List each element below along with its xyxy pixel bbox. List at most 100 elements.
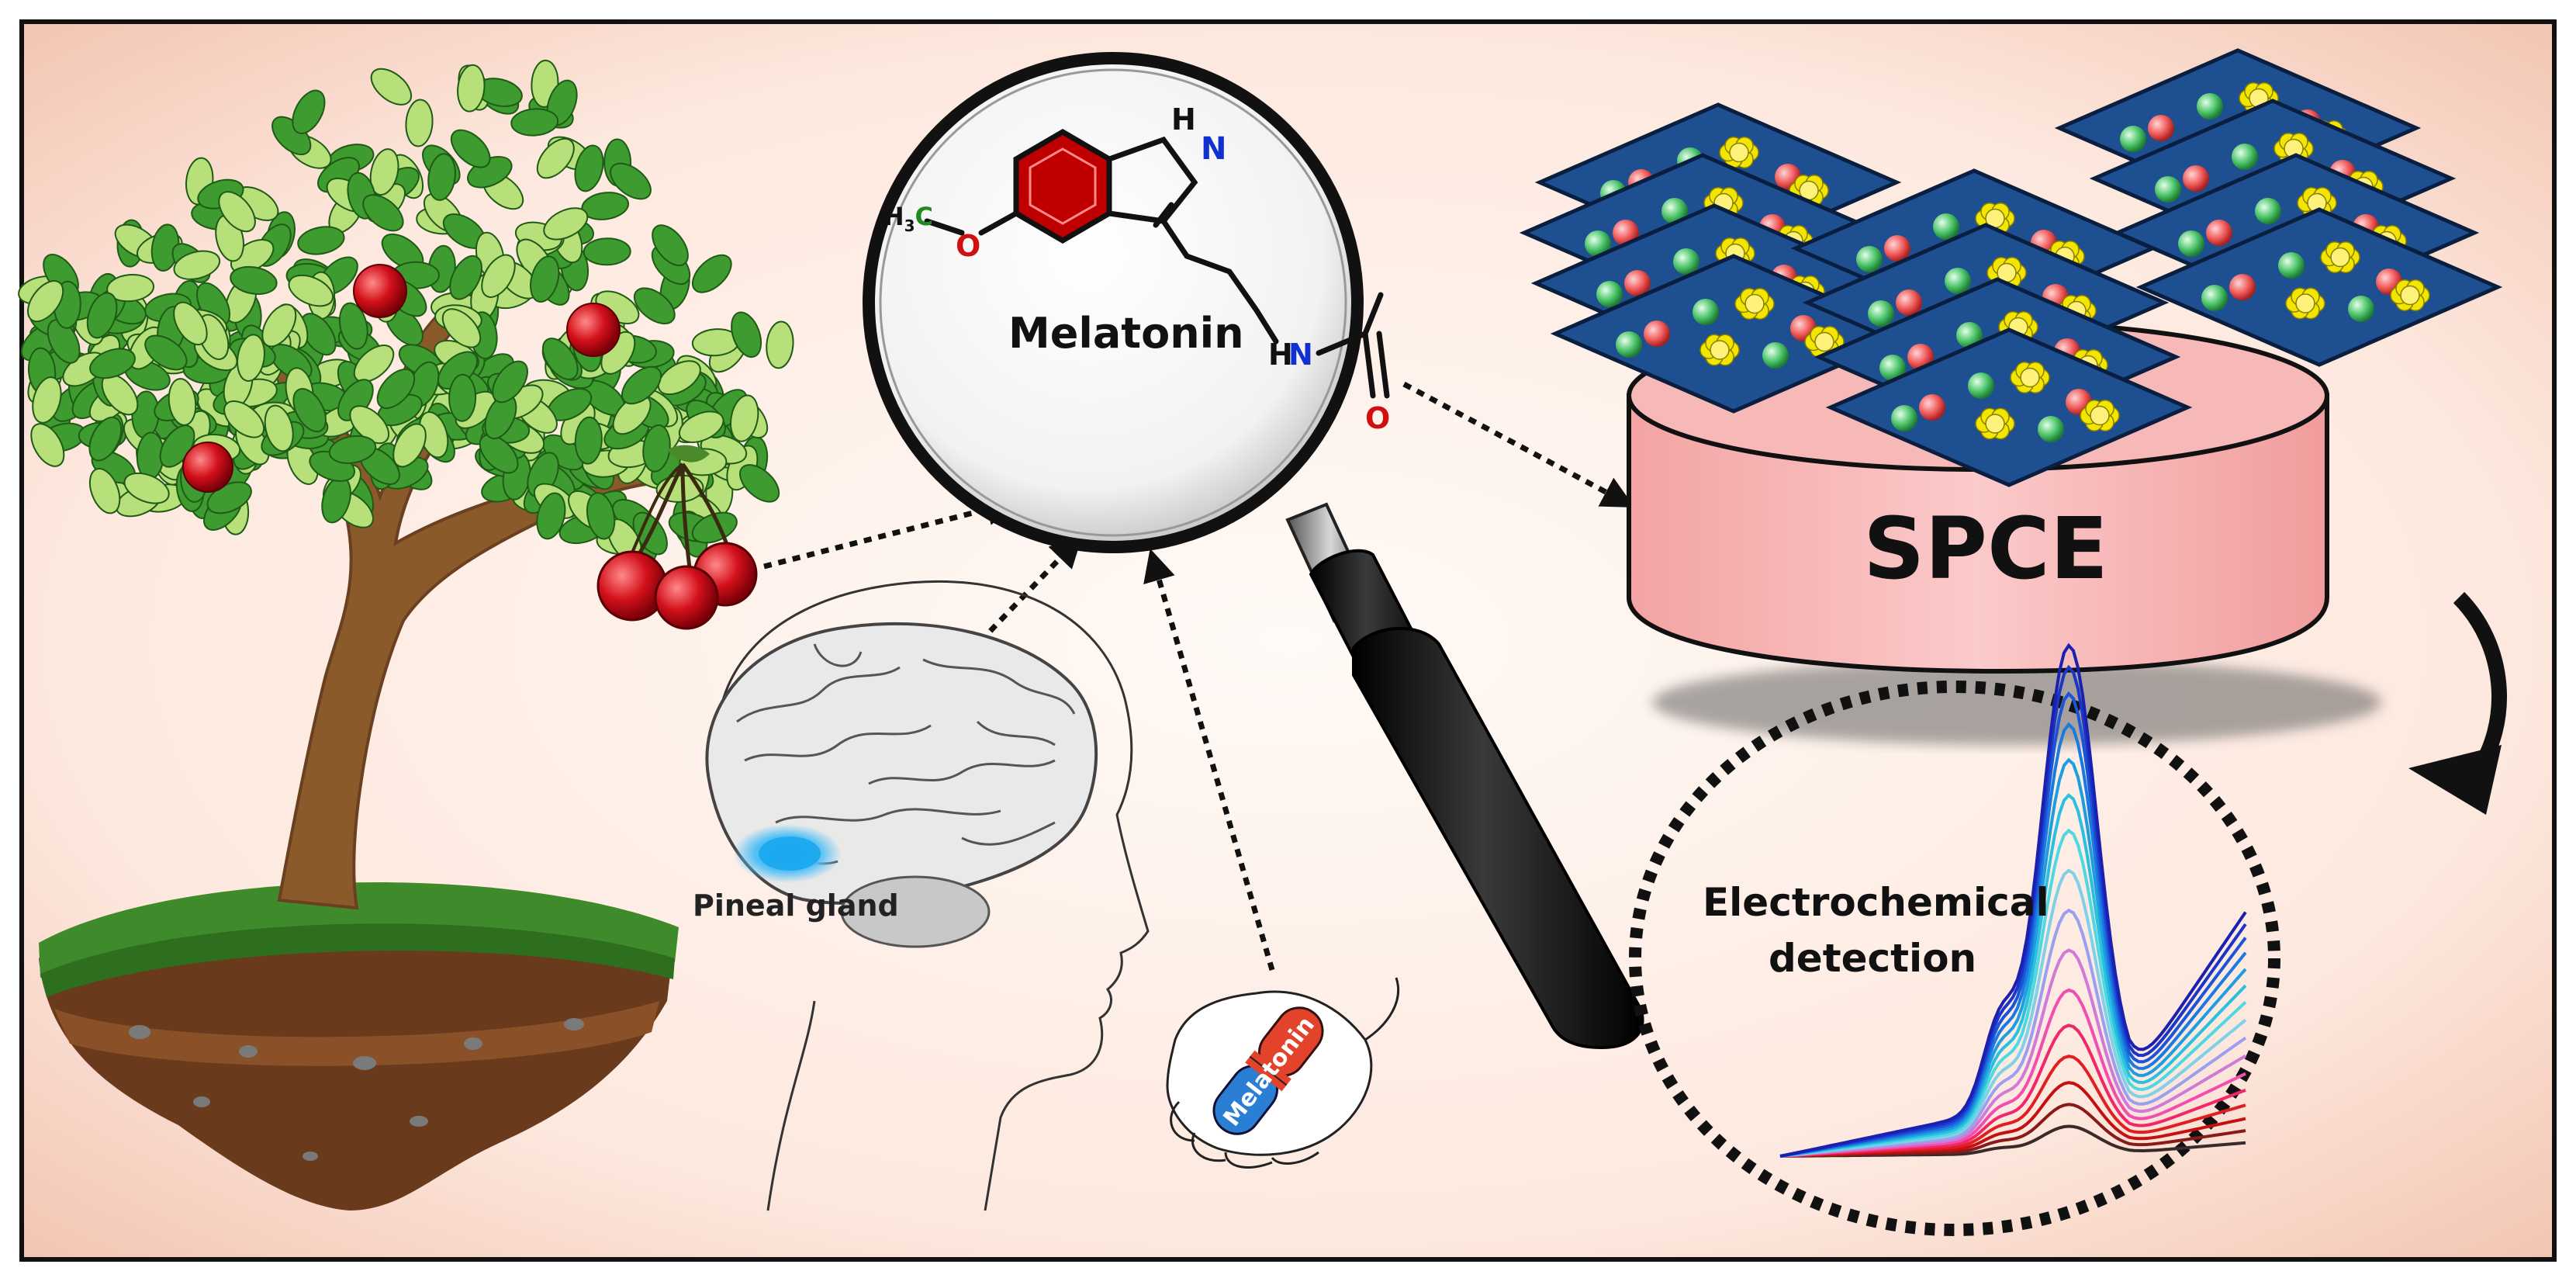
leaf — [292, 388, 327, 433]
arrow-cherry-to-lens — [763, 493, 1019, 570]
leaf — [691, 254, 732, 293]
cherry-tree — [18, 59, 794, 1211]
cherries — [182, 264, 758, 630]
leaf — [481, 254, 516, 298]
yellow-particle — [1975, 203, 2015, 234]
leaf — [292, 89, 326, 134]
electrochemical-detection: Electrochemical detection — [1629, 642, 2280, 1236]
green-particle — [1933, 213, 1959, 240]
green-particle — [1762, 342, 1789, 369]
arrow-pill-to-lens — [1143, 548, 1275, 971]
atom-n-ring: N — [1201, 131, 1226, 167]
atom-carbonyl-o: O — [1365, 401, 1390, 435]
leaf — [47, 319, 81, 364]
atom-methoxy-o: O — [956, 229, 980, 263]
leaf — [86, 292, 118, 339]
leaf — [449, 255, 482, 300]
leaf — [297, 226, 345, 255]
leaf — [230, 265, 278, 295]
cerebellum — [840, 875, 991, 948]
detection-dashed-circle — [1629, 681, 2280, 1236]
leaf — [492, 360, 528, 404]
yellow-particle — [1699, 334, 1740, 366]
green-particle — [1891, 405, 1917, 431]
pineal-gland-label: Pineal gland — [693, 888, 899, 923]
green-particle — [1945, 268, 1971, 294]
leaf — [288, 274, 334, 307]
yellow-particle — [2080, 400, 2120, 431]
leaf — [32, 376, 62, 424]
green-particle — [1856, 246, 1883, 272]
head-profile — [715, 580, 1150, 1211]
leaf — [106, 273, 155, 303]
electrode-body — [1627, 393, 2329, 674]
leaf — [376, 368, 416, 410]
leaf — [338, 302, 368, 350]
leaf — [536, 492, 566, 540]
green-particle — [2120, 126, 2146, 152]
red-particle — [1884, 235, 1910, 262]
green-particle — [1693, 299, 1719, 325]
atom-amide-h: H — [1268, 338, 1293, 372]
leaf — [730, 394, 759, 442]
red-particle — [1624, 270, 1651, 296]
leaf — [349, 405, 390, 445]
hand-with-pill: Melatonin — [1166, 977, 1400, 1169]
yellow-particle — [2285, 287, 2325, 320]
leaf — [574, 144, 604, 192]
leaf — [237, 334, 265, 382]
red-particle — [1644, 320, 1670, 347]
leaf — [264, 404, 294, 452]
leaf — [369, 148, 399, 196]
pyrrole-ring — [1106, 136, 1198, 224]
leaf — [739, 464, 780, 503]
yellow-particle — [1719, 137, 1759, 168]
green-particle — [1616, 331, 1642, 358]
melatonin-title: Melatonin — [1008, 309, 1244, 358]
red-particle — [2148, 115, 2174, 141]
green-particle — [1879, 355, 1906, 381]
atom-amide-n: N — [1288, 338, 1313, 372]
curved-arrow — [2408, 591, 2507, 815]
leaf — [731, 311, 762, 358]
leaf — [300, 313, 337, 356]
leaf — [88, 468, 121, 514]
green-particle — [1661, 198, 1688, 224]
neck-line — [766, 1000, 816, 1211]
grass-top — [39, 882, 679, 978]
leaf — [457, 64, 486, 113]
atom-h3c: H3C — [883, 202, 933, 235]
leaf — [441, 308, 482, 348]
green-particle — [2255, 198, 2281, 224]
leaf — [633, 287, 676, 325]
spce-label: SPCE — [1863, 499, 2108, 598]
detection-label-line2: detection — [1769, 936, 1976, 981]
green-particle — [1585, 230, 1611, 257]
leaf — [173, 250, 221, 280]
leaf — [223, 400, 265, 438]
leaf — [353, 345, 395, 383]
green-particle — [2178, 230, 2204, 257]
leaf — [530, 255, 560, 303]
green-particle — [1673, 248, 1699, 275]
arrow-lens-to-spce — [1402, 381, 1635, 507]
yellow-particle — [1975, 407, 2015, 440]
magnifying-glass — [863, 52, 1644, 1050]
leaf — [218, 191, 256, 233]
green-particle — [2278, 252, 2305, 279]
brain: Pineal gland — [693, 622, 1098, 948]
green-particle — [2038, 416, 2064, 442]
leaf — [328, 435, 377, 464]
leaf — [405, 99, 434, 147]
leaf — [610, 162, 652, 200]
green-particle — [2197, 93, 2223, 119]
leaf — [362, 194, 404, 232]
red-particle — [1919, 394, 1945, 421]
leaf — [652, 224, 689, 267]
yellow-particle — [2297, 187, 2337, 219]
nanosheet-stacks — [1519, 48, 2503, 487]
leaf — [88, 416, 123, 462]
atom-nh-h: H — [1171, 102, 1196, 137]
